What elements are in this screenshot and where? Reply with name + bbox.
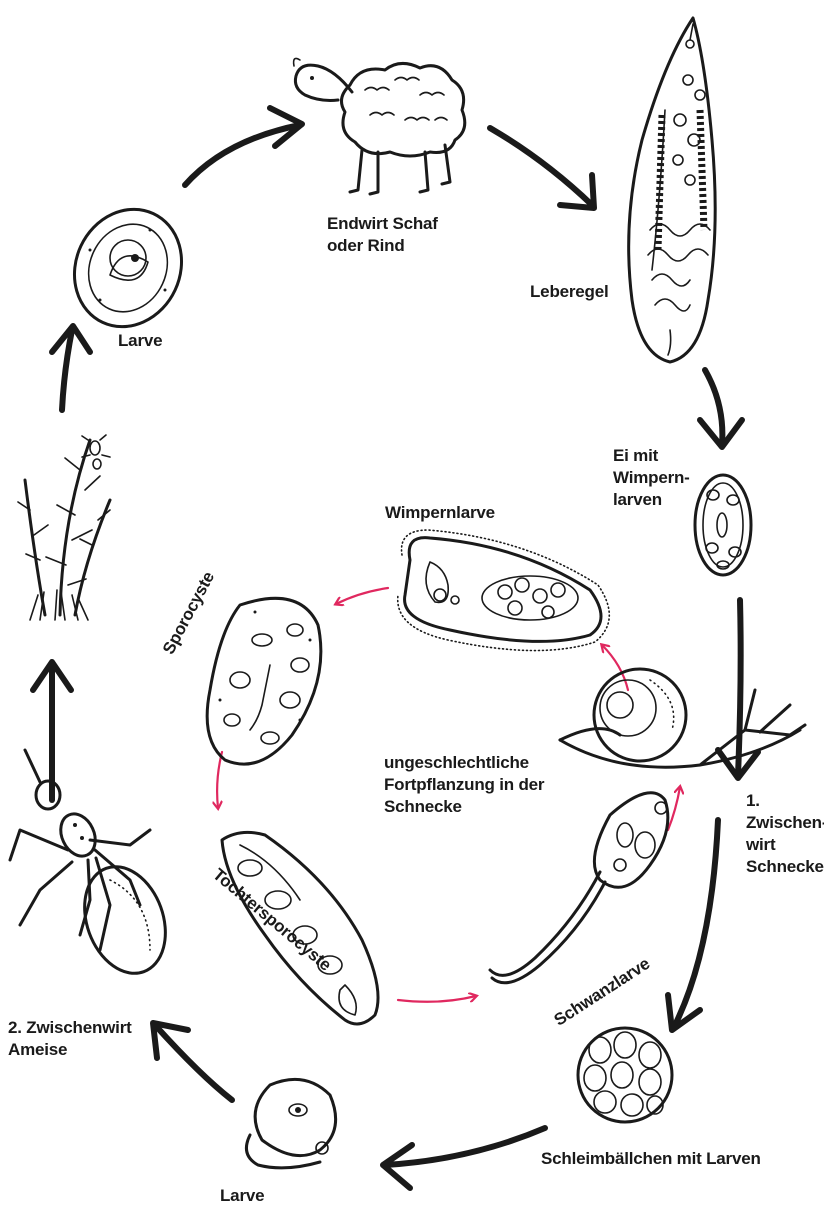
label-host-sheep: Endwirt Schaf oder Rind [327, 213, 438, 257]
cyst-larva-icon [56, 192, 201, 345]
liver-fluke-icon [629, 18, 716, 362]
arrow-daughter-to-cercaria [398, 996, 476, 1002]
arrow-larva-to-ant [153, 1023, 232, 1100]
larva-icon [246, 1079, 335, 1168]
slime-ball-icon [578, 1028, 672, 1122]
miracidium-icon [398, 530, 610, 651]
sporocyst-icon [207, 598, 321, 764]
arrow-snail-to-slime [668, 820, 718, 1030]
label-asexual-reproduction: ungeschlechtliche Fortpflanzung in der S… [384, 752, 544, 818]
label-miracidium: Wimpernlarve [385, 502, 495, 524]
snail-icon [560, 669, 805, 767]
label-second-intermediate-host: 2. Zwischenwirt Ameise [8, 1017, 132, 1061]
arrow-sheep-to-fluke [490, 128, 594, 208]
label-adult-fluke: Leberegel [530, 281, 609, 303]
arrow-grass-to-cyst [52, 326, 90, 410]
label-larva-top: Larve [118, 330, 162, 352]
arrow-fluke-to-egg [700, 370, 742, 447]
arrow-cyst-to-sheep [185, 108, 302, 185]
arrow-cercaria-to-snail [668, 787, 680, 830]
label-egg: Ei mit Wimpern- larven [613, 445, 690, 511]
label-larva-bottom: Larve [220, 1185, 264, 1207]
arrow-slime-to-larva [383, 1128, 545, 1188]
sheep-icon [294, 58, 465, 194]
label-first-intermediate-host: 1. Zwischen- wirt Schnecke [746, 790, 824, 878]
daughter-sporocyst-icon [222, 832, 378, 1024]
label-slime-balls: Schleimbällchen mit Larven [541, 1148, 761, 1170]
egg-icon [695, 475, 751, 575]
arrow-miracidium-to-sporocyst [336, 588, 388, 604]
grass-icon [18, 435, 110, 620]
ant-icon [10, 745, 180, 985]
arrow-sporocyst-to-daughter [217, 752, 222, 808]
